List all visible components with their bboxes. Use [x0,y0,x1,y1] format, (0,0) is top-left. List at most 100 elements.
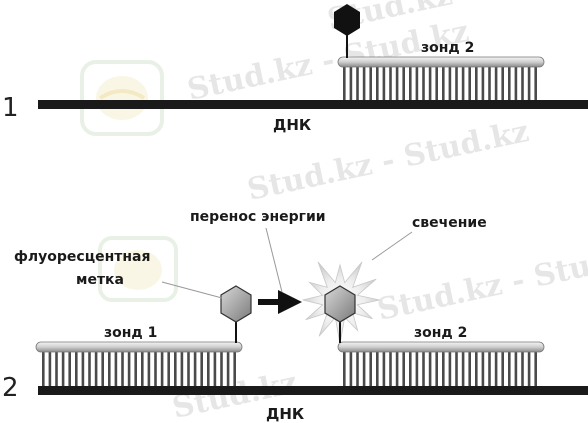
watermark-text-4: Stud.kz - Stud.kz [374,234,588,328]
base-tooth [356,66,359,101]
base-tooth [514,66,518,101]
base-tooth [68,351,71,387]
base-tooth [428,66,432,101]
base-tooth [114,351,118,387]
base-tooth [174,351,177,387]
base-tooth [461,66,465,101]
base-tooth [422,66,425,101]
base-tooth [160,351,164,387]
base-tooth [415,66,419,101]
base-tooth [389,351,392,387]
base-tooth [147,351,151,387]
base-tooth [435,351,438,387]
base-tooth [395,66,399,101]
base-tooth [534,66,537,101]
base-tooth [134,351,137,387]
base-tooth [376,66,379,101]
base-tooth [475,351,478,387]
base-tooth [395,351,399,387]
base-tooth [521,66,524,101]
glow-label: свечение [412,215,487,231]
glow-label-pointer [371,231,413,261]
base-tooth [409,66,412,101]
fluorescent-label-hexagon-icon [220,285,252,323]
base-tooth [468,66,471,101]
base-tooth [121,351,124,387]
base-tooth [369,66,372,101]
base-tooth [435,66,438,101]
base-tooth [356,351,359,387]
base-tooth [101,351,104,387]
dna-strand-panel-1 [38,100,588,109]
base-tooth [154,351,157,387]
base-tooth [167,351,170,387]
base-tooth [382,351,386,387]
base-tooth [501,66,504,101]
base-tooth [501,351,504,387]
base-tooth [494,351,498,387]
acceptor-hexagon-icon [324,285,356,323]
probe-2-bases-panel-1 [343,66,537,101]
base-tooth [61,351,65,387]
probe-1-bar [35,341,243,353]
base-tooth [442,66,445,101]
base-tooth [442,351,445,387]
base-tooth [233,351,236,387]
probe-2-label-panel-1: зонд 2 [421,40,474,56]
base-tooth [42,351,45,387]
energy-transfer-arrow-icon [258,290,302,314]
base-tooth [193,351,197,387]
base-tooth [494,66,498,101]
base-tooth [422,351,425,387]
base-tooth [200,351,203,387]
dark-label-hexagon-icon [334,4,360,36]
base-tooth [343,351,346,387]
energy-label-pointer [265,227,283,293]
base-tooth [226,351,230,387]
base-tooth [448,66,452,101]
base-tooth [187,351,190,387]
probe-2-bar-panel-2 [337,341,545,353]
base-tooth [382,66,386,101]
base-tooth [527,66,531,101]
base-tooth [527,351,531,387]
probe-2-bar-panel-1 [337,56,545,68]
base-tooth [81,351,85,387]
base-tooth [481,351,485,387]
base-tooth [180,351,184,387]
probe-2-label-panel-2: зонд 2 [414,325,467,341]
base-tooth [349,351,353,387]
base-tooth [521,351,524,387]
energy-transfer-label: перенос энергии [190,209,326,225]
base-tooth [369,351,372,387]
base-tooth [343,66,346,101]
base-tooth [402,351,405,387]
base-tooth [428,351,432,387]
base-tooth [488,351,491,387]
dna-label-panel-2: ДНК [266,405,305,423]
probe-2-bases-panel-2 [343,351,537,387]
base-tooth [88,351,91,387]
base-tooth [108,351,111,387]
panel-1-number: 1 [2,93,19,123]
fluor-label-pointer [161,281,223,299]
base-tooth [468,351,471,387]
base-tooth [362,351,366,387]
base-tooth [402,66,405,101]
base-tooth [376,351,379,387]
base-tooth [455,66,458,101]
dna-strand-panel-2 [38,386,588,395]
probe-1-label: зонд 1 [104,325,157,341]
base-tooth [141,351,144,387]
base-tooth [349,66,353,101]
fluorescent-label-text-line-2: метка [76,272,124,288]
base-tooth [94,351,98,387]
base-tooth [409,351,412,387]
base-tooth [455,351,458,387]
base-tooth [481,66,485,101]
base-tooth [220,351,223,387]
dna-label-panel-1: ДНК [273,116,312,134]
base-tooth [508,66,511,101]
fluorescent-label-text-line-1: флуоресцентная [14,249,150,265]
